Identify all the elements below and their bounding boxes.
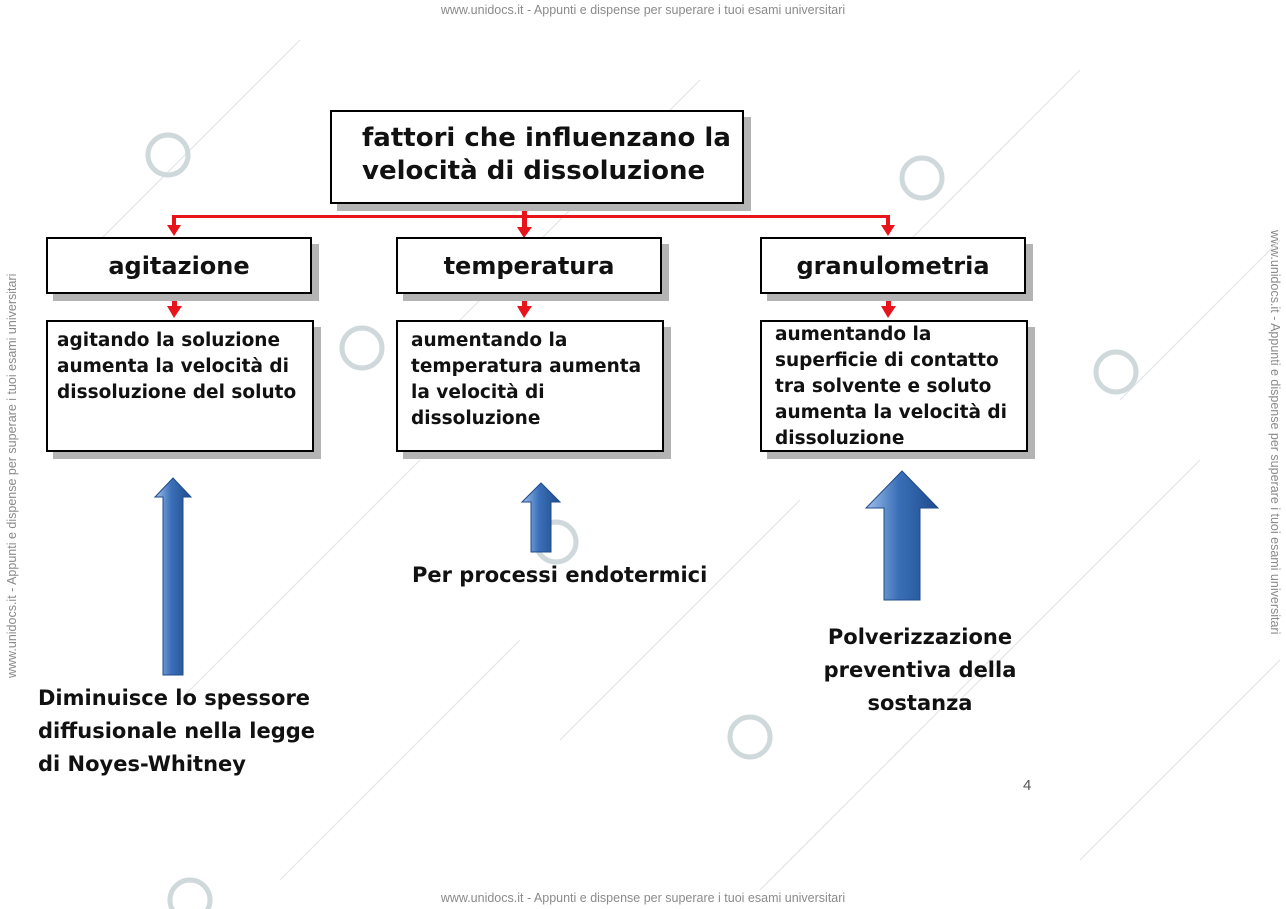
description-box-agitazione: agitando la soluzione aumenta la velocit…	[46, 320, 314, 452]
description-box-temperatura: aumentando la temperatura aumenta la vel…	[396, 320, 664, 452]
factor-description: aumentando la superficie di contatto tra…	[775, 324, 1007, 449]
watermark-bottom: www.unidocs.it - Appunti e dispense per …	[440, 891, 846, 905]
factor-label: granulometria	[796, 251, 990, 280]
factor-description: agitando la soluzione aumenta la velocit…	[57, 330, 297, 403]
note-temperatura: Per processi endotermici	[412, 563, 708, 587]
arrow-up-icon	[864, 470, 940, 601]
factor-description: aumentando la temperatura aumenta la vel…	[411, 330, 642, 429]
factor-label: temperatura	[443, 251, 615, 280]
description-box-granulometria: aumentando la superficie di contatto tra…	[760, 320, 1028, 452]
page-number: 4	[1023, 777, 1032, 794]
factor-box-granulometria: granulometria	[760, 237, 1026, 294]
diagram-title-box: fattori che influenzano la velocità di d…	[330, 110, 744, 204]
factor-box-temperatura: temperatura	[396, 237, 662, 294]
factor-label: agitazione	[108, 251, 250, 280]
note-agitazione: Diminuisce lo spessore diffusionale nell…	[38, 686, 316, 776]
note-granulometria: Polverizzazione preventiva della sostanz…	[823, 625, 1017, 715]
arrow-up-icon	[520, 482, 562, 553]
factor-box-agitazione: agitazione	[46, 237, 312, 294]
arrow-up-icon	[153, 477, 193, 676]
watermark-logo-icon	[145, 132, 1139, 909]
watermark-top: www.unidocs.it - Appunti e dispense per …	[440, 3, 846, 17]
diagram-title: fattori che influenzano la velocità di d…	[362, 123, 731, 186]
